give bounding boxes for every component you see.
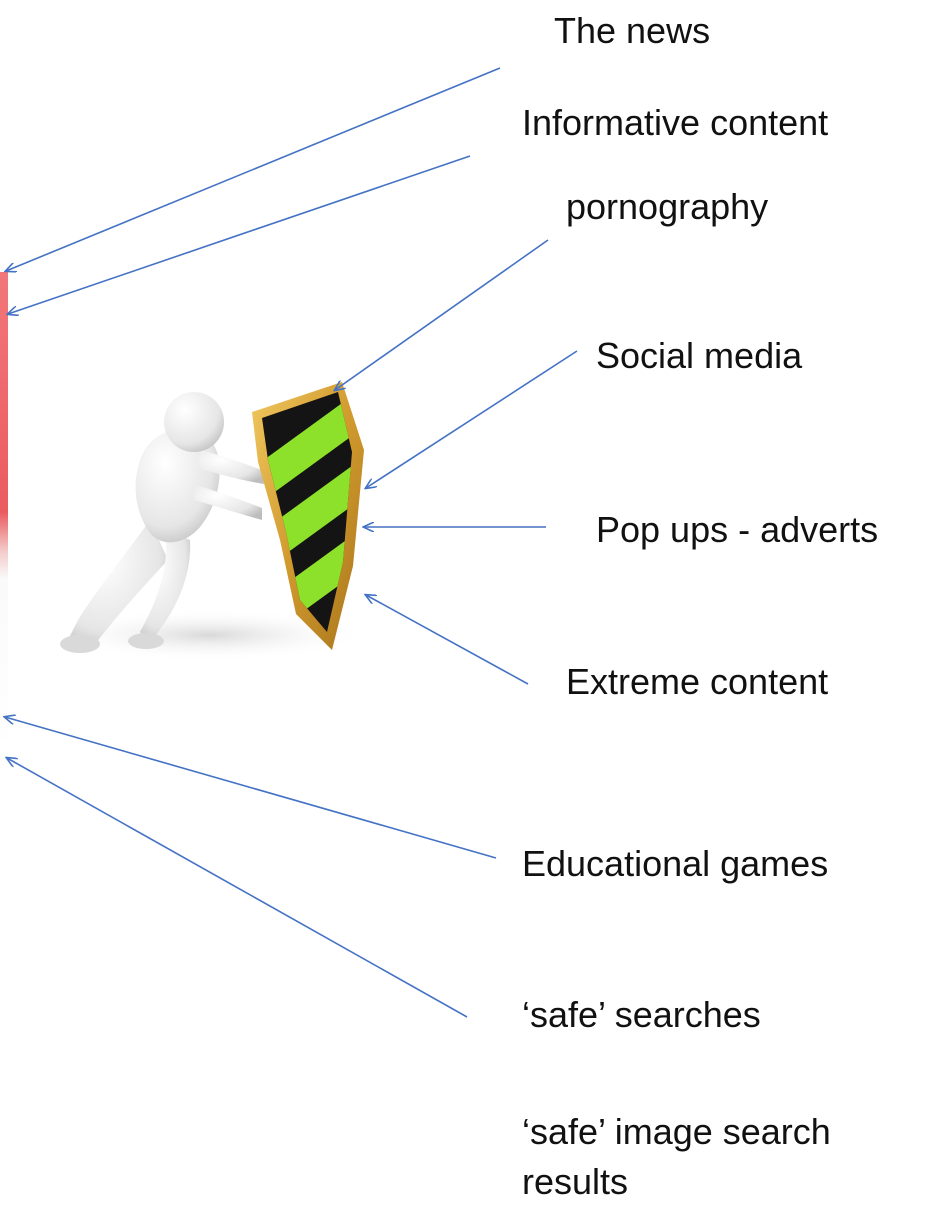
label-pornography: pornography bbox=[566, 186, 769, 227]
arrow-safe-searches bbox=[7, 758, 468, 1018]
label-pop-ups-adverts: Pop ups - adverts bbox=[596, 509, 879, 550]
arrows bbox=[5, 67, 578, 1018]
label-social-media: Social media bbox=[596, 335, 803, 376]
shield-icon bbox=[252, 382, 364, 650]
figure-icon bbox=[60, 392, 264, 653]
arrow-informative bbox=[8, 155, 471, 314]
label-the-news: The news bbox=[554, 10, 711, 51]
arrow-social-media bbox=[366, 350, 578, 488]
label-extreme-content: Extreme content bbox=[566, 661, 829, 702]
label-informative-content: Informative content bbox=[522, 102, 829, 143]
arrow-extreme bbox=[366, 595, 529, 685]
ground-shadow bbox=[50, 609, 370, 661]
illustration bbox=[50, 382, 370, 661]
label-safe-image-search-results: ‘safe’ image search results bbox=[522, 1111, 831, 1202]
arrow-pornography bbox=[335, 239, 549, 390]
label-educational-games: Educational games bbox=[522, 843, 829, 884]
filter-barrier-strip bbox=[0, 272, 8, 752]
label-safe-searches: ‘safe’ searches bbox=[522, 994, 761, 1035]
arrow-educational-games bbox=[5, 717, 497, 859]
arrow-news bbox=[6, 67, 501, 271]
